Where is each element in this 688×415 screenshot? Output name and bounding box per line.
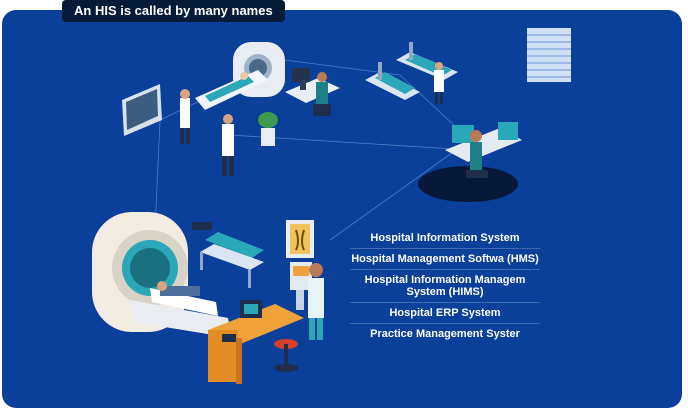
stool-icon	[274, 339, 298, 372]
page-title: An HIS is called by many names	[62, 0, 285, 22]
xray-monitor-icon	[122, 84, 162, 136]
computer-workstation-icon	[418, 122, 522, 202]
computer-workstation-icon	[285, 68, 340, 116]
list-item: Hospital Information Managem System (HIM…	[350, 270, 540, 303]
list-item: Hospital ERP System	[350, 303, 540, 324]
hospital-bed-icon	[192, 222, 264, 288]
doctor-icon	[222, 114, 234, 176]
xray-lightbox-icon	[286, 220, 314, 258]
ct-scanner-icon	[92, 212, 232, 338]
list-item: Hospital Management Softwa (HMS)	[350, 249, 540, 270]
doctor-icon	[180, 89, 190, 144]
mri-scanner-icon	[195, 42, 285, 110]
nurse-icon	[434, 62, 444, 104]
list-item: Hospital Information System	[350, 228, 540, 249]
plant-icon	[258, 112, 278, 146]
names-list: Hospital Information System Hospital Man…	[350, 228, 540, 344]
doctor-icon	[308, 263, 324, 340]
hospital-bed-icon	[396, 42, 458, 80]
desk-icon	[208, 300, 304, 384]
control-console-icon	[290, 262, 312, 310]
hospital-bed-icon	[365, 62, 420, 100]
list-item: Practice Management Syster	[370, 328, 520, 340]
document-stack-icon	[527, 28, 571, 82]
